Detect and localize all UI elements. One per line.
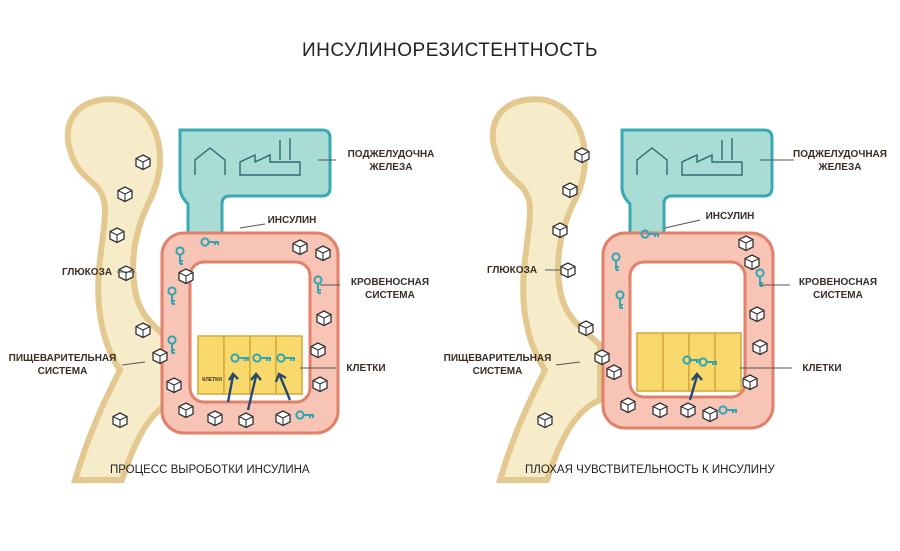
label-cells-left: КЛЕТКИ bbox=[346, 363, 386, 374]
cell-tag-left: КЛЕТКИ bbox=[202, 377, 222, 383]
glucose-blocked-arrow-right bbox=[688, 372, 703, 401]
pancreas-left bbox=[178, 128, 332, 242]
label-glucose-right: ГЛЮКОЗА bbox=[486, 265, 538, 276]
label-insulin-right: ИНСУЛИН bbox=[705, 211, 755, 222]
factory-icon bbox=[636, 138, 743, 176]
label-cells-right: КЛЕТКИ bbox=[802, 363, 842, 374]
diagram-title: ИНСУЛИНОРЕЗИСТЕНТНОСТЬ bbox=[302, 40, 598, 61]
right-panel bbox=[489, 96, 794, 483]
pancreas-right bbox=[620, 128, 774, 242]
glucose-entry-arrows-left bbox=[226, 372, 292, 411]
label-insulin-left: ИНСУЛИН bbox=[267, 215, 317, 226]
digestive-tract-left bbox=[64, 96, 178, 483]
caption-left: ПРОЦЕСС ВЫРОБОТКИ ИНСУЛИНА bbox=[110, 464, 310, 476]
leader-lines-left bbox=[117, 159, 340, 369]
cells-left bbox=[197, 335, 303, 395]
leader-lines-right bbox=[545, 159, 794, 369]
left-panel bbox=[64, 96, 340, 483]
caption-right: ПЛОХАЯ ЧУВСТВИТЕЛЬНОСТЬ К ИНСУЛИНУ bbox=[525, 464, 775, 476]
factory-icon bbox=[194, 138, 301, 176]
label-glucose-left: ГЛЮКОЗА bbox=[61, 267, 113, 278]
